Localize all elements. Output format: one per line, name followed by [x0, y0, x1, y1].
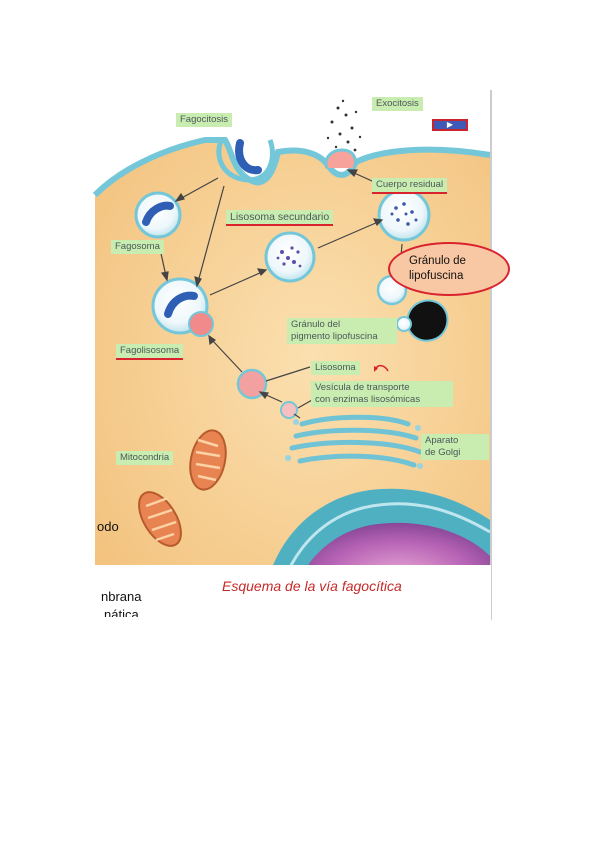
phagocytosis-pocket-icon: [216, 138, 275, 183]
label-exocitosis: Exocitosis: [372, 97, 423, 111]
label-fagosoma: Fagosoma: [111, 240, 164, 254]
label-fagolisosoma: Fagolisosoma: [116, 344, 184, 360]
label-vesicula-transporte: Vesícula de transporte con enzimas lisos…: [311, 381, 453, 407]
golgi-apparatus-icon: [289, 414, 423, 468]
residual-body-icon: [377, 188, 431, 242]
text-fragment-2: nbrana: [101, 589, 142, 604]
label-lisosoma-secundario: Lisosoma secundario: [226, 210, 334, 226]
mitochondrion-icon: [138, 491, 182, 547]
transport-vesicle-icon: [280, 401, 298, 419]
play-icon: ▶: [446, 120, 454, 129]
bottom-crop: [95, 565, 491, 620]
right-border: [490, 90, 492, 620]
phagosome-icon: [134, 191, 182, 239]
label-granulo-pigmento-line1: Gránulo del: [291, 319, 341, 330]
lysosome-red-arrowhead-icon: [374, 366, 378, 372]
plasma-membrane: [92, 137, 491, 198]
residual-body-contents-icon: [390, 202, 418, 226]
granulo-lipofuscina-callout: Gránulo de lipofuscina: [388, 242, 510, 296]
label-aparato-line1: Aparato: [425, 435, 459, 446]
exocytosis-particles-icon: [326, 99, 362, 152]
label-aparato-line2: de Golgi: [425, 447, 461, 458]
lipofuscin-small-vesicle-icon: [396, 316, 412, 332]
pathway-arrows: [157, 169, 404, 419]
label-granulo-pigmento: Gránulo del pigmento lipofuscina: [287, 318, 397, 344]
secondary-lysosome-icon: [264, 231, 316, 283]
secondary-lysosome-contents-icon: [276, 246, 302, 268]
diagram-caption: Esquema de la vía fagocítica: [222, 578, 402, 594]
lipofuscin-pigment-icon: [406, 299, 449, 342]
mitochondrion-icon: [189, 429, 227, 491]
phagolysosome-bacterium-icon: [164, 291, 198, 318]
label-cuerpo-residual: Cuerpo residual: [372, 178, 448, 194]
label-granulo-pigmento-line2: pigmento lipofuscina: [291, 331, 378, 342]
text-fragment-3: nática: [104, 607, 139, 617]
fusing-lysosome-icon: [188, 311, 214, 337]
label-lisosoma: Lisosoma: [311, 361, 360, 375]
label-granulo-lipofuscina: Gránulo de lipofuscina: [409, 255, 466, 282]
exocitosis-play-button[interactable]: ▶: [432, 119, 468, 131]
label-fagocitosis: Fagocitosis: [176, 113, 233, 127]
label-mitocondria: Mitocondria: [116, 451, 174, 465]
phagosome-bacterium-icon: [142, 201, 174, 226]
bacterium-icon: [235, 139, 262, 175]
lysosome-icon: [236, 368, 268, 400]
label-vesicula-line1: Vesícula de transporte: [315, 382, 410, 393]
exocytosis-pocket-icon: [324, 148, 357, 169]
text-fragment-1: odo: [97, 519, 119, 534]
label-vesicula-line2: con enzimas lisosómicas: [315, 394, 421, 405]
label-aparato-golgi: Aparato de Golgi: [421, 434, 489, 460]
